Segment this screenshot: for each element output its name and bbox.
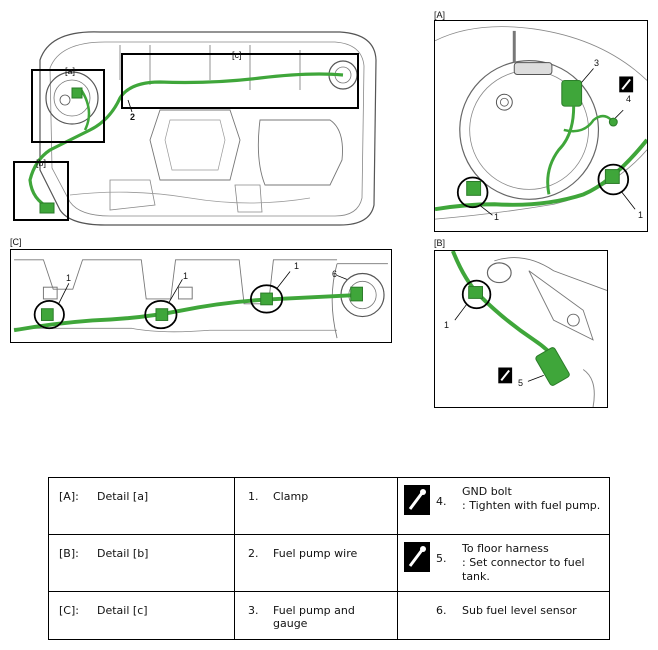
- legend-value: Detail [a]: [97, 490, 149, 503]
- main-label-2: 2: [130, 112, 136, 122]
- legend-num: 4.: [436, 495, 447, 508]
- detail-b-label-1: 1: [444, 320, 450, 330]
- main-label-c: [c]: [232, 50, 242, 60]
- legend-desc: GND bolt : Tighten with fuel pump.: [462, 485, 601, 512]
- legend-desc: Sub fuel level sensor: [462, 604, 577, 617]
- legend-key: [B]:: [59, 547, 79, 560]
- detail-a-label-1b: 1: [638, 210, 644, 220]
- panel-label-C: [C]: [10, 237, 22, 247]
- legend-key: [A]:: [59, 490, 79, 503]
- detail-c-label-1b: 1: [183, 271, 189, 281]
- legend-desc: Fuel pump and gauge: [273, 604, 355, 630]
- detail-a-label-4: 4: [626, 94, 632, 104]
- detail-c-label-1a: 1: [66, 273, 72, 283]
- legend-desc: To floor harness : Set connector to fuel…: [462, 542, 585, 583]
- detail-a-label-3: 3: [594, 58, 600, 68]
- main-label-b: [b]: [36, 158, 47, 168]
- legend-table: [A]: Detail [a] 1. Clamp 4. GND bolt : T…: [48, 477, 610, 640]
- torque-wrench-icon: [404, 542, 430, 572]
- legend-desc: Clamp: [273, 490, 309, 503]
- legend-num: 2.: [248, 547, 259, 560]
- legend-row: [C]: Detail [c] 3. Fuel pump and gauge 6…: [48, 591, 610, 640]
- detail-c-label-6: 6: [332, 269, 338, 279]
- legend-row: [B]: Detail [b] 2. Fuel pump wire 5. To …: [48, 534, 610, 592]
- legend-num: 5.: [436, 552, 447, 565]
- legend-num: 1.: [248, 490, 259, 503]
- detail-b-diagram: [B] 1 5: [434, 238, 608, 408]
- detail-c-label-1c: 1: [294, 261, 300, 271]
- panel-label-B: [B]: [434, 238, 446, 248]
- panel-label-A: [A]: [434, 10, 446, 20]
- legend-desc: Fuel pump wire: [273, 547, 358, 560]
- legend-key: [C]:: [59, 604, 79, 617]
- torque-wrench-icon: [404, 485, 430, 515]
- legend-value: Detail [b]: [97, 547, 149, 560]
- tank-overview-diagram: [a] [b] [c] 2: [10, 20, 382, 235]
- detail-c-diagram: [C] 1 1 1 6: [10, 237, 392, 343]
- detail-a-diagram: [A] 3 4 1 1: [434, 10, 648, 232]
- legend-num: 6.: [436, 604, 447, 617]
- detail-a-label-1a: 1: [494, 212, 500, 222]
- legend-row: [A]: Detail [a] 1. Clamp 4. GND bolt : T…: [48, 477, 610, 535]
- detail-b-label-5: 5: [518, 378, 524, 388]
- legend-value: Detail [c]: [97, 604, 148, 617]
- main-label-a: [a]: [65, 66, 76, 76]
- legend-num: 3.: [248, 604, 259, 617]
